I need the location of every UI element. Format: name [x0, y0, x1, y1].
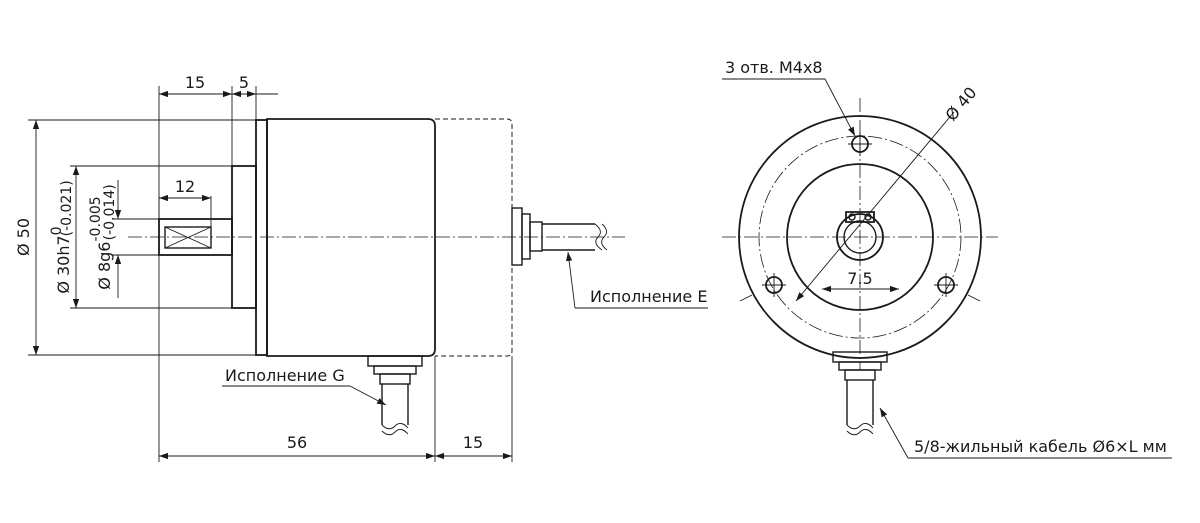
dim-flange-thickness: 5 — [232, 73, 278, 120]
dim-flange-thickness-label: 5 — [239, 73, 249, 92]
label-option-g: Исполнение G — [225, 366, 345, 385]
front-cable-gland — [832, 351, 888, 436]
leader-cable: 5/8-жильный кабель Ø6×L мм — [879, 407, 1172, 459]
dim-body-diameter: Ø 50 — [14, 119, 256, 356]
front-shaft-end — [836, 211, 884, 261]
dim-pitch-diameter-label: Ø 40 — [942, 83, 981, 124]
mounting-hole-top — [848, 132, 872, 156]
svg-text:Ø 8g6-0.005(-0.014): Ø 8g6-0.005(-0.014) — [88, 184, 118, 289]
dim-shaft-diameter-label: Ø 8g6 — [95, 242, 114, 290]
dim-body-length-label: 56 — [287, 433, 307, 452]
dim-shaft-diameter: Ø 8g6-0.005(-0.014) — [88, 180, 159, 298]
encoder-body — [266, 118, 436, 357]
mounting-hole-left — [762, 273, 786, 297]
dim-flat: 7.5 — [822, 269, 899, 293]
cable-gland-e — [511, 207, 608, 266]
mounting-hole-right — [934, 273, 958, 297]
flange — [255, 119, 268, 356]
cable-gland-g — [367, 355, 423, 436]
side-view: 15 5 12 56 15 — [14, 73, 708, 462]
shaft-key — [164, 226, 212, 249]
dim-body-length: 56 — [158, 255, 513, 462]
dim-key-length-label: 12 — [175, 177, 195, 196]
dim-pitch-diameter: Ø 40 — [795, 83, 981, 302]
leader-holes: 3 отв. M4x8 — [722, 58, 856, 137]
dim-spigot-tol-upper: 0 — [49, 226, 65, 235]
label-holes: 3 отв. M4x8 — [725, 58, 823, 77]
hole-ext-line-right — [967, 294, 981, 302]
option-e-outline — [435, 118, 513, 357]
dim-spigot-diameter-label: Ø 30h7 — [54, 235, 73, 293]
dim-extension-length: 15 — [435, 433, 512, 460]
dim-extension-length-label: 15 — [463, 433, 483, 452]
dim-flat-label: 7.5 — [847, 269, 872, 288]
front-spigot-circle — [786, 163, 934, 311]
front-flange-circle — [738, 115, 982, 359]
dim-shaft-length: 15 — [158, 73, 233, 219]
front-view: Ø 40 7.5 3 отв. M4x8 5/8-жильный к — [722, 58, 1172, 459]
svg-text:Ø 30h70(-0.021): Ø 30h70(-0.021) — [49, 180, 75, 293]
dim-body-diameter-label: Ø 50 — [14, 218, 33, 256]
label-option-e: Исполнение E — [590, 287, 707, 306]
label-cable: 5/8-жильный кабель Ø6×L мм — [914, 437, 1167, 456]
dim-spigot-tol-lower: (-0.021) — [59, 180, 75, 236]
dim-shaft-tol-lower: (-0.014) — [102, 184, 118, 240]
dim-shaft-length-label: 15 — [185, 73, 205, 92]
dim-key-length: 12 — [158, 177, 212, 227]
leader-option-e: Исполнение E — [565, 251, 708, 309]
leader-option-g: Исполнение G — [222, 366, 387, 406]
dim-shaft-tol-upper: -0.005 — [88, 196, 104, 241]
dim-spigot-diameter: Ø 30h70(-0.021) — [49, 165, 232, 309]
hole-ext-line-left — [739, 294, 753, 302]
